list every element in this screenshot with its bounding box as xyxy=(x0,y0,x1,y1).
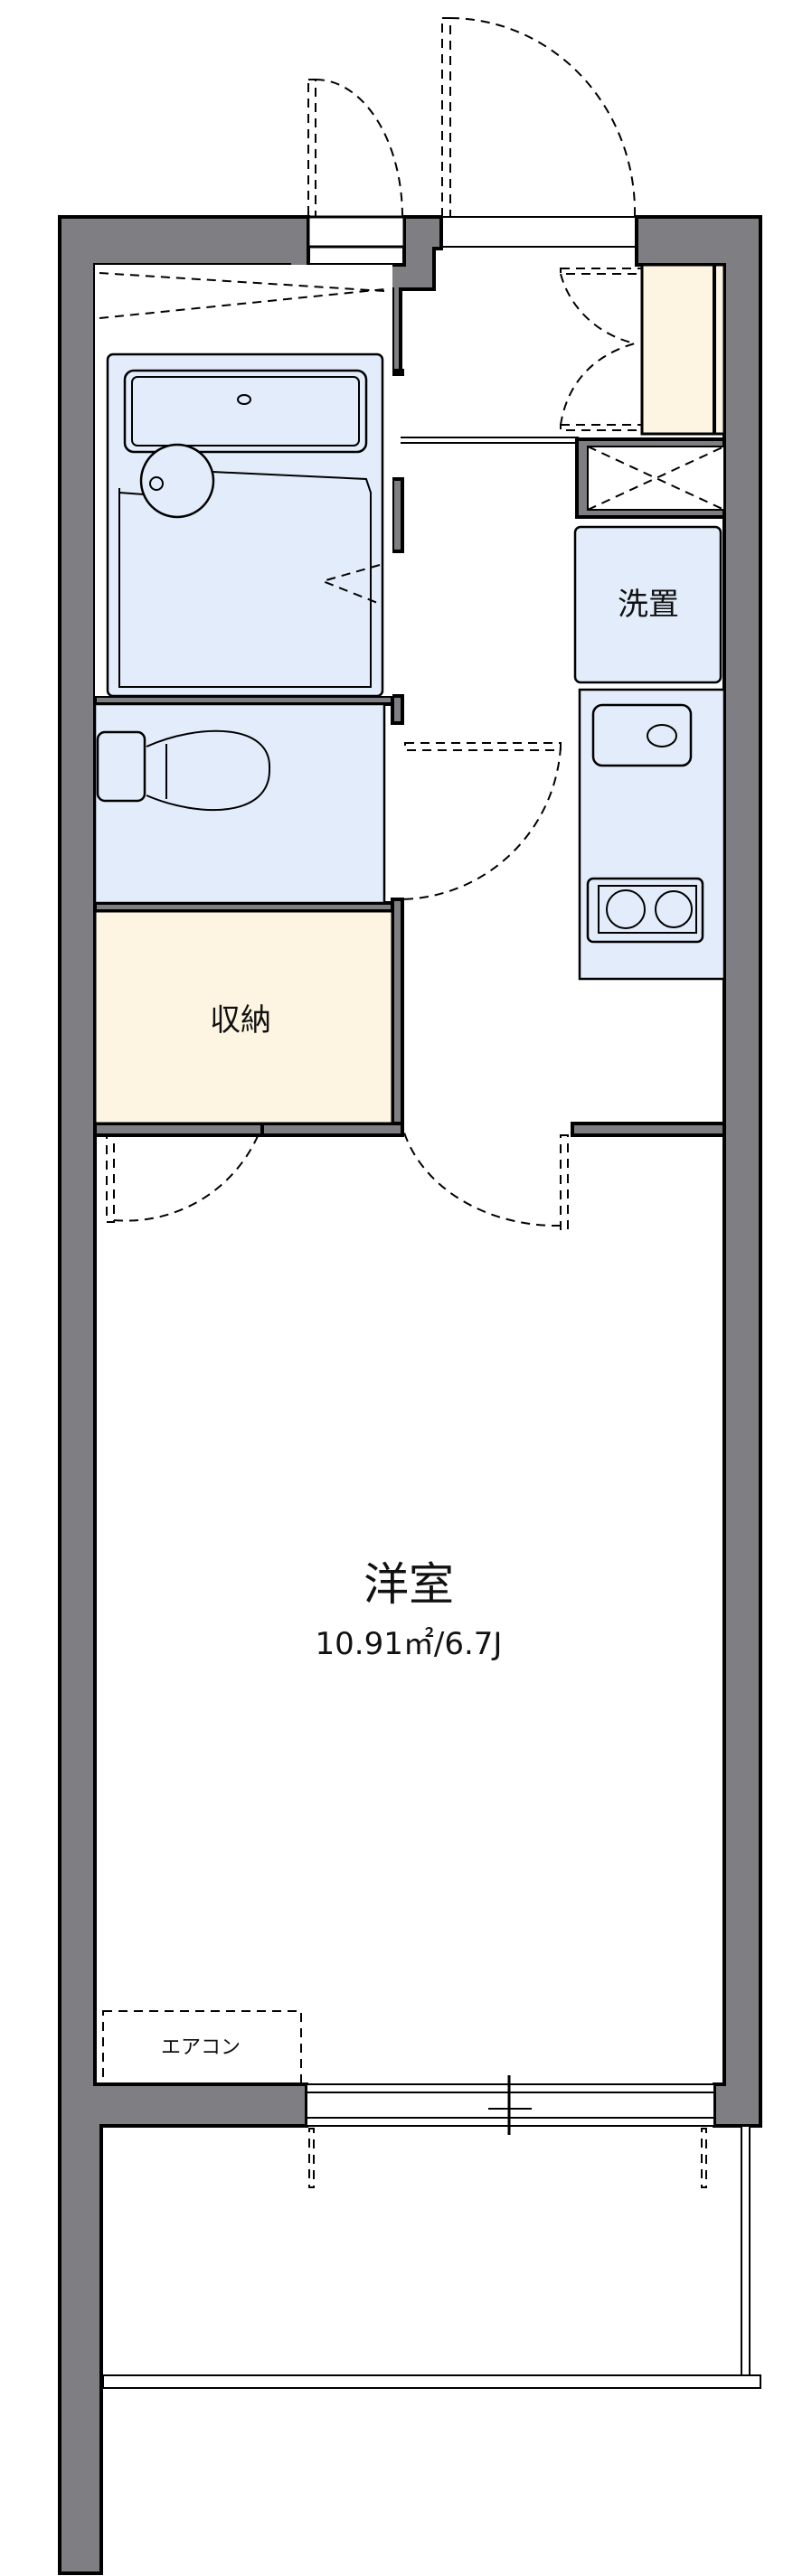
pipe-space xyxy=(575,437,726,519)
room-door-right xyxy=(402,1129,569,1230)
western-room-name: 洋室 xyxy=(364,1558,454,1611)
top-window xyxy=(307,215,406,249)
kitchen-sink xyxy=(591,703,693,767)
balcony-window xyxy=(306,2075,715,2188)
shoe-cabinet xyxy=(560,263,726,436)
balcony xyxy=(102,2125,761,2389)
washer-space: 洗置 xyxy=(573,525,722,684)
drain-icon xyxy=(237,394,251,405)
air-conditioner: エアコン xyxy=(102,2010,302,2085)
burner-icon xyxy=(655,890,693,928)
air-conditioner-label: エアコン xyxy=(161,2036,241,2059)
small-window-swing xyxy=(307,79,403,218)
washer-space-label: 洗置 xyxy=(618,587,679,623)
kitchen xyxy=(578,688,726,981)
room-door-left xyxy=(106,1129,261,1223)
burner-icon xyxy=(606,889,646,929)
storage-closet: 収納 xyxy=(93,909,394,1125)
bathtub xyxy=(123,369,368,454)
bathroom xyxy=(95,265,392,698)
entrance-door xyxy=(441,17,637,218)
toilet-door xyxy=(401,742,562,900)
toilet-tank xyxy=(96,730,146,803)
toilet-room xyxy=(93,702,386,905)
western-room-area: 10.91㎡/6.7J xyxy=(316,1626,503,1662)
sink-basin xyxy=(139,443,215,519)
storage-label: 収納 xyxy=(210,1002,271,1039)
